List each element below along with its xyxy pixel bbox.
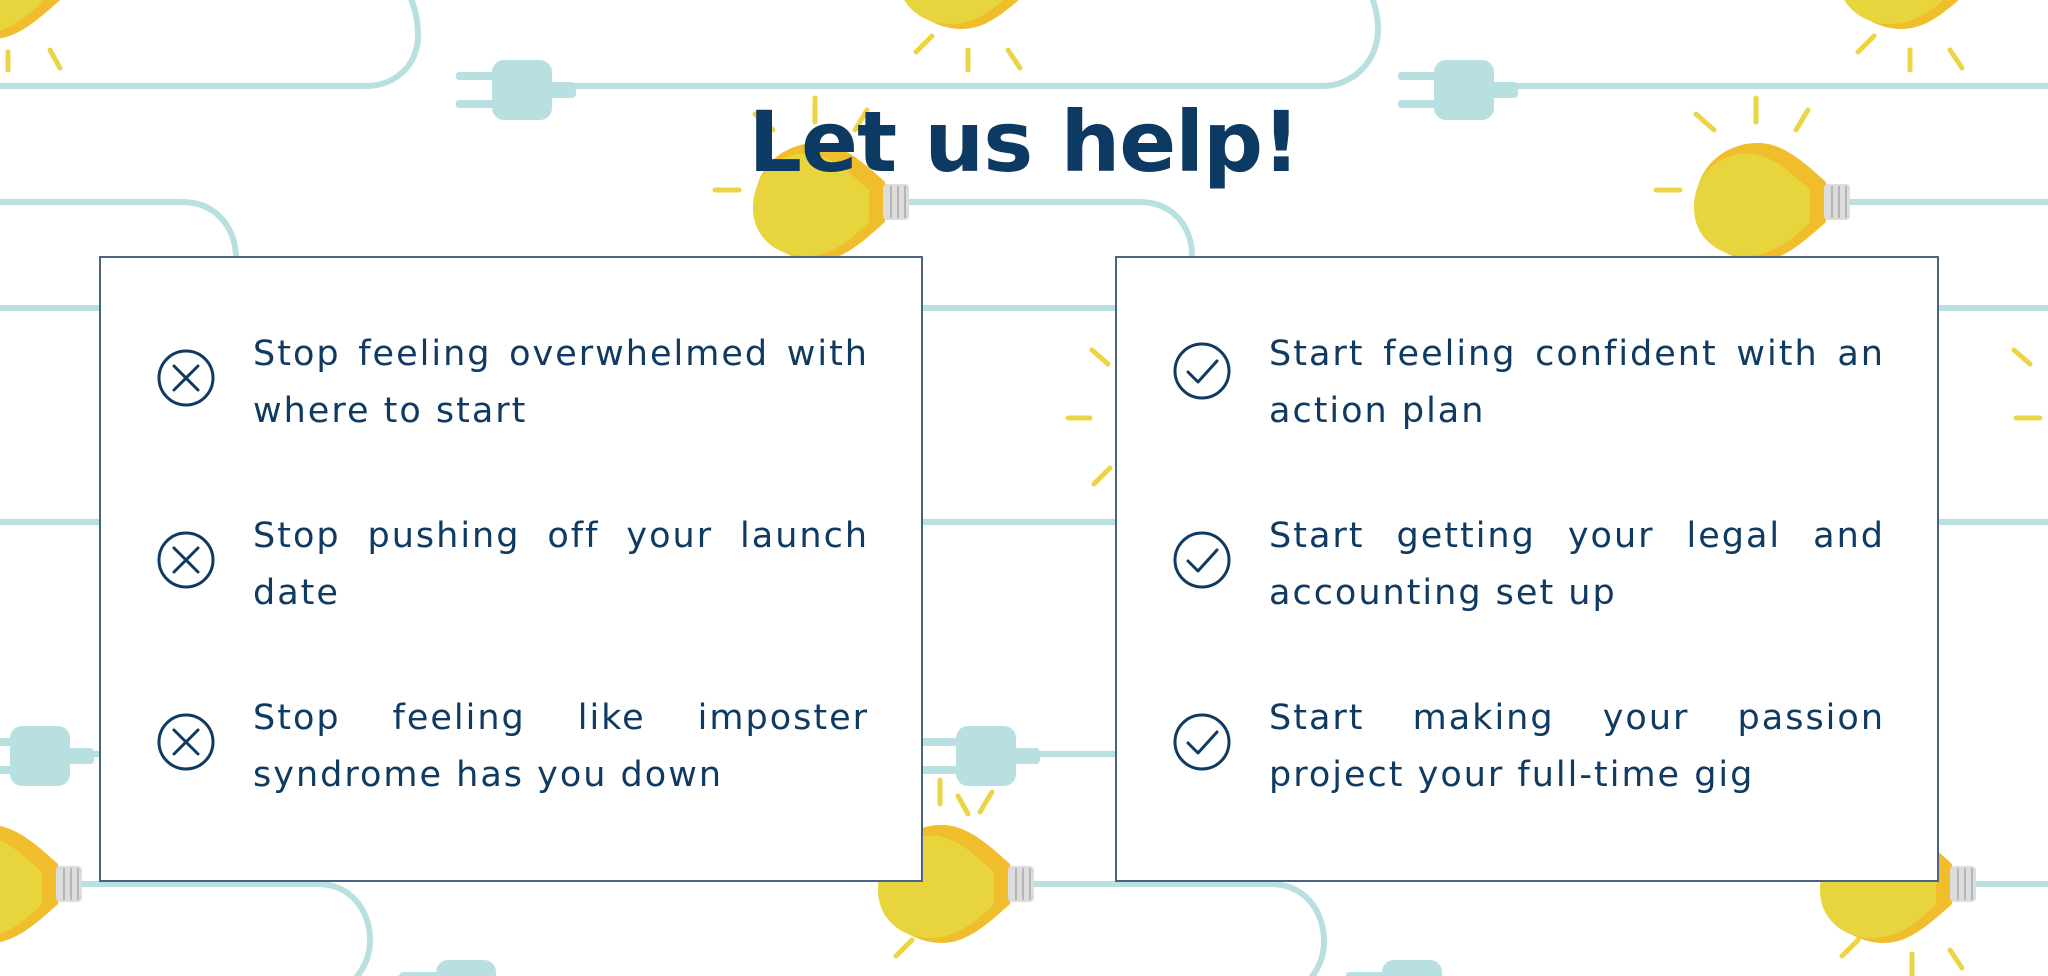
item-text: Start feeling confident with an action p… (1269, 334, 1885, 431)
x-circle-icon (156, 712, 216, 772)
list-item: Start making your passion project your f… (1117, 690, 1937, 810)
x-circle-icon (156, 530, 216, 590)
item-text: Start making your passion project your f… (1269, 698, 1885, 795)
list-item: Stop feeling overwhelmed with where to s… (101, 326, 921, 446)
list-item: Start feeling confident with an action p… (1117, 326, 1937, 446)
item-text: Stop pushing off your launch date (253, 516, 869, 613)
check-circle-icon (1172, 712, 1232, 772)
item-text: Stop feeling like imposter syndrome has … (253, 698, 869, 795)
check-circle-icon (1172, 341, 1232, 401)
list-item: Stop feeling like imposter syndrome has … (101, 690, 921, 810)
list-item: Start getting your legal and accounting … (1117, 508, 1937, 628)
x-circle-icon (156, 348, 216, 408)
item-text: Start getting your legal and accounting … (1269, 516, 1885, 613)
stop-panel: Stop feeling overwhelmed with where to s… (99, 256, 923, 882)
page-title: Let us help! (748, 93, 1301, 191)
list-item: Stop pushing off your launch date (101, 508, 921, 628)
start-panel: Start feeling confident with an action p… (1115, 256, 1939, 882)
check-circle-icon (1172, 530, 1232, 590)
item-text: Stop feeling overwhelmed with where to s… (253, 334, 869, 431)
